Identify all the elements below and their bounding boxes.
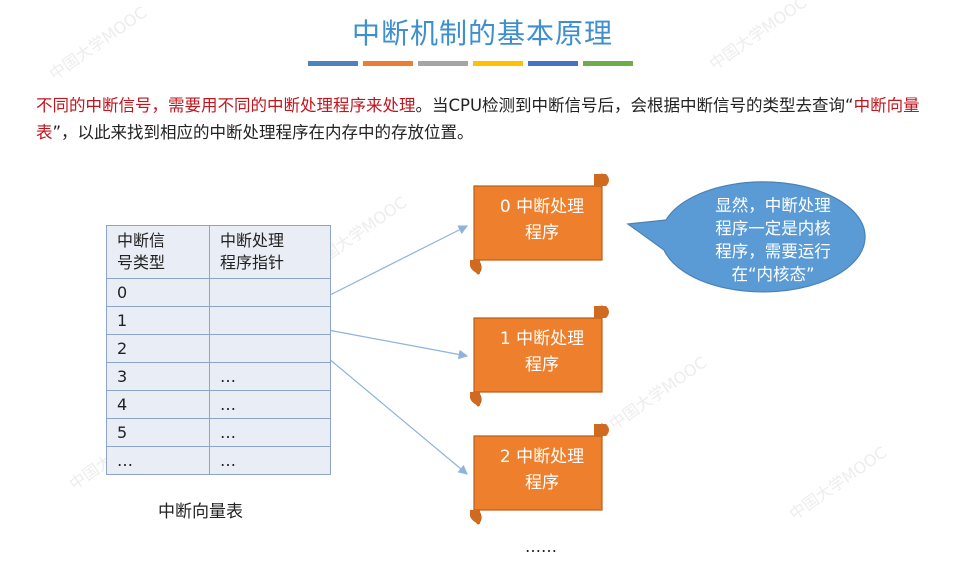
table-header-row: 中断信号类型 中断处理程序指针 [106, 225, 331, 279]
arrow-to-handler-1 [327, 329, 469, 360]
handler-label: 0 中断处理 [499, 197, 585, 217]
color-bar-segment [418, 61, 468, 66]
table-row: 1 [106, 306, 331, 335]
cell-pointer [209, 278, 331, 307]
intro-text: 。当CPU检测到中断信号后，会根据中断信号的类型去查询“ [415, 96, 854, 115]
handler-label: 程序 [524, 355, 559, 375]
intro-highlight: 不同的中断信号，需要用不同的中断处理程序来处理 [36, 96, 416, 115]
table-row: …… [106, 446, 331, 475]
handler-scroll-1: 1 中断处理程序 [466, 304, 614, 408]
arrow-to-handler-2 [327, 357, 468, 475]
cell-type: 2 [106, 334, 210, 363]
table-row: 5… [106, 418, 331, 447]
interrupt-vector-table: 中断信号类型 中断处理程序指针 0 1 2 3… 4… 5… …… [106, 225, 331, 475]
color-bar-segment [473, 61, 523, 66]
handler-label: 2 中断处理 [499, 447, 585, 467]
cell-pointer [209, 334, 331, 363]
cell-type: 4 [106, 390, 210, 419]
cell-pointer: … [209, 362, 331, 391]
more-handlers-ellipsis: …… [525, 537, 557, 556]
handler-label: 程序 [524, 223, 559, 243]
header-handler-pointer: 中断处理程序指针 [209, 225, 331, 279]
header-interrupt-type: 中断信号类型 [106, 225, 210, 279]
cell-pointer: … [209, 446, 331, 475]
callout-bubble [626, 181, 866, 293]
intro-text: ”，以此来找到相应的中断处理程序在内存中的存放位置。 [52, 123, 474, 142]
cell-type: 5 [106, 418, 210, 447]
arrow-to-handler-0 [327, 225, 469, 297]
cell-pointer: … [209, 418, 331, 447]
cell-pointer: … [209, 390, 331, 419]
intro-highlight: 中断向量表 [36, 96, 920, 142]
intro-paragraph: 不同的中断信号，需要用不同的中断处理程序来处理。当CPU检测到中断信号后，会根据… [36, 92, 936, 146]
handler-scroll-0: 0 中断处理程序 [466, 172, 614, 276]
page-title: 中断机制的基本原理 [351, 17, 613, 50]
table-row: 3… [106, 362, 331, 391]
color-bar-segment [363, 61, 413, 66]
cell-type: 1 [106, 306, 210, 335]
handler-label: 1 中断处理 [499, 329, 585, 349]
title-color-bar [308, 61, 633, 66]
color-bar-segment [528, 61, 578, 66]
cell-pointer [209, 306, 331, 335]
table-row: 4… [106, 390, 331, 419]
cell-type: 0 [106, 278, 210, 307]
color-bar-segment [308, 61, 358, 66]
handler-scroll-2: 2 中断处理程序 [466, 422, 614, 526]
color-bar-segment [583, 61, 633, 66]
cell-type: 3 [106, 362, 210, 391]
table-caption: 中断向量表 [158, 502, 243, 522]
cell-type: … [106, 446, 210, 475]
table-row: 2 [106, 334, 331, 363]
callout-text: 显然，中断处理程序一定是内核程序，需要运行在“内核态” [715, 196, 831, 284]
handler-label: 程序 [524, 473, 559, 493]
table-row: 0 [106, 278, 331, 307]
